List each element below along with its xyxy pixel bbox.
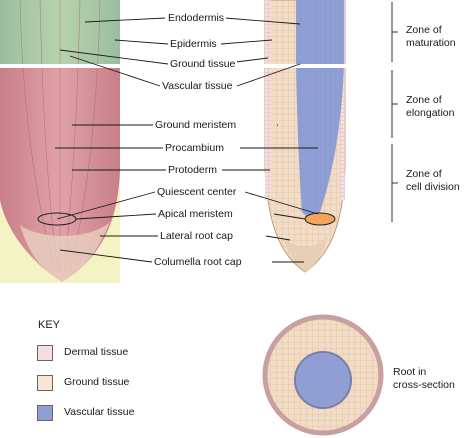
drawn-root-cap	[284, 236, 328, 272]
drawn-root-epidermis-left	[265, 0, 271, 200]
label-zone-elongation: Zone of elongation	[406, 94, 455, 119]
label-lateral-root-cap: Lateral root cap	[158, 230, 235, 242]
leader-lines	[55, 17, 319, 263]
zone-brackets	[391, 2, 398, 222]
key-label-dermal: Dermal tissue	[64, 346, 129, 358]
label-apical-meristem: Apical meristem	[156, 208, 235, 220]
key-label-ground: Ground tissue	[64, 376, 130, 388]
key-swatch-vascular	[37, 405, 53, 421]
label-quiescent-center: Quiescent center	[155, 186, 239, 198]
micrograph-root-cap	[20, 222, 110, 282]
key-swatch-dermal	[37, 345, 53, 361]
drawn-root-apical-meristem	[304, 212, 336, 226]
label-vascular-tissue: Vascular tissue	[160, 80, 235, 92]
label-columella-root-cap: Columella root cap	[152, 256, 244, 268]
label-cross-section: Root in cross-section	[393, 366, 455, 391]
label-protoderm: Protoderm	[166, 164, 220, 176]
label-procambium: Procambium	[163, 142, 226, 154]
key-label-vascular: Vascular tissue	[64, 406, 135, 418]
label-zone-maturation: Zone of maturation	[406, 24, 456, 49]
label-endodermis: Endodermis	[166, 12, 227, 24]
key-title: KEY	[38, 319, 61, 331]
key-swatch-ground	[37, 375, 53, 391]
label-zone-division: Zone of cell division	[406, 168, 460, 193]
cross-section-epidermis	[262, 314, 384, 436]
drawn-root-epidermis-right	[339, 0, 345, 200]
label-ground-tissue: Ground tissue	[168, 58, 238, 70]
label-epidermis: Epidermis	[168, 38, 219, 50]
drawn-root-vascular-tissue	[296, 0, 344, 217]
label-ground-meristem: Ground meristem	[153, 119, 239, 131]
cross-section-vascular-cylinder	[294, 351, 352, 409]
